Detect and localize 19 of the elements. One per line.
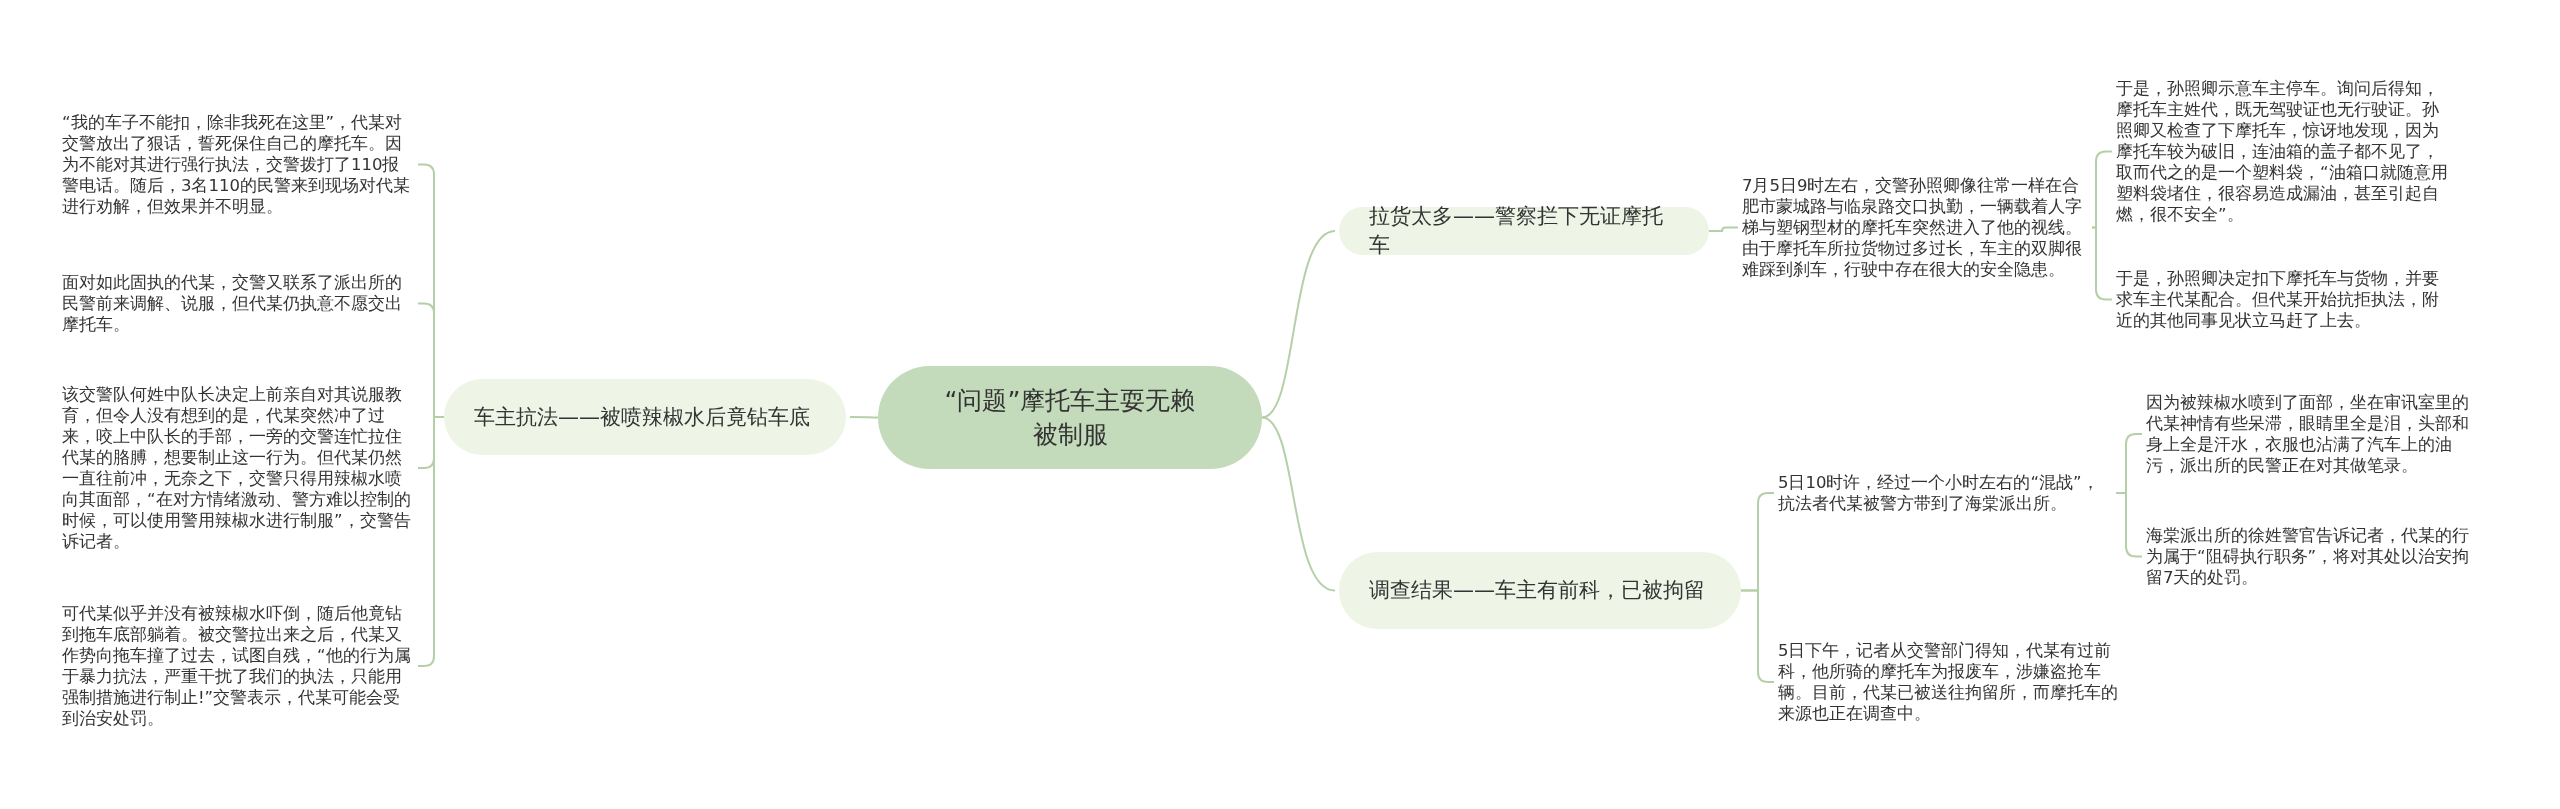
note-text: 该交警队何姓中队长决定上前亲自对其说服教育，但令人没有想到的是，代某突然冲了过来，咬上中队长的手部，一旁的交警连忙拉住代某的胳膊，想要制止这一行为。但代某仍然一直往前冲，无奈之下，交警只得用辣椒水喷向其面部，“在对方情绪激动、警方难以控制的时候，可以使用警用辣椒水进行制服”，交警告诉记者。 xyxy=(62,384,414,552)
connector-line xyxy=(849,416,879,419)
note-text: 海棠派出所的徐姓警官告诉记者，代某的行为属于“阻碍执行职务”，将对其处以治安拘留7天的处罚。 xyxy=(2146,525,2476,588)
connector-line xyxy=(1708,226,1739,232)
note-text: 于是，孙照卿示意车主停车。询问后得知，摩托车主姓代，既无驾驶证也无行驶证。孙照卿又检查了下摩托车，惊讶地发现，因为摩托车较为破旧，连油箱的盖子都不见了，取而代之的是一个塑料袋，“油箱口就随意用塑料袋堵住，很容易造成漏油，甚至引起自燃，很不安全”。 xyxy=(2116,78,2454,225)
root-topic-box: “问题”摩托车主耍无赖被制服 xyxy=(878,366,1262,469)
note-text: 于是，孙照卿决定扣下摩托车与货物，并要求车主代某配合。但代某开始抗拒执法，附近的其他同事见状立马赶了上去。 xyxy=(2116,268,2454,331)
note-text: “我的车子不能扣，除非我死在这里”，代某对交警放出了狠话，誓死保住自己的摩托车。因为不能对其进行强行执法，交警拨打了110报警电话。随后，3名110的民警来到现场对代某进行劝解，但效果并不明显。 xyxy=(62,112,414,217)
connector-line xyxy=(1261,230,1336,419)
topic-box: 调查结果——车主有前科，已被拘留 xyxy=(1339,552,1741,629)
note-text: 因为被辣椒水喷到了面部，坐在审讯室里的代某神情有些呆滞，眼睛里全是泪，头部和身上全是汗水，衣服也沾满了汽车上的油污，派出所的民警正在对其做笔录。 xyxy=(2146,392,2476,476)
connector-line xyxy=(1261,416,1336,592)
topic-box: 拉货太多——警察拦下无证摩托车 xyxy=(1339,207,1709,255)
note-text: 5日下午，记者从交警部门得知，代某有过前科，他所骑的摩托车为报废车，涉嫌盗抢车辆。目前，代某已被送往拘留所，而摩托车的来源也正在调查中。 xyxy=(1778,640,2120,724)
note-text: 7月5日9时左右，交警孙照卿像往常一样在合肥市蒙城路与临泉路交口执勤，一辆载着人字梯与塑钢型材的摩托车突然进入了他的视线。由于摩托车所拉货物过多过长，车主的双脚很难踩到刹车，行驶中存在很大的安全隐患。 xyxy=(1742,175,2082,280)
topic-box: 车主抗法——被喷辣椒水后竟钻车底 xyxy=(444,379,846,455)
note-text: 5日10时许，经过一个小时左右的“混战”，抗法者代某被警方带到了海棠派出所。 xyxy=(1778,472,2106,514)
note-text: 可代某似乎并没有被辣椒水吓倒，随后他竟钻到拖车底部躺着。被交警拉出来之后，代某又作势向拖车撞了过去，试图自残，“他的行为属于暴力抗法，严重干扰了我们的执法，只能用强制措施进行制止!”交警表示，代某可能会受到治安处罚。 xyxy=(62,603,414,729)
note-text: 面对如此固执的代某，交警又联系了派出所的民警前来调解、说服，但代某仍执意不愿交出摩托车。 xyxy=(62,272,414,335)
